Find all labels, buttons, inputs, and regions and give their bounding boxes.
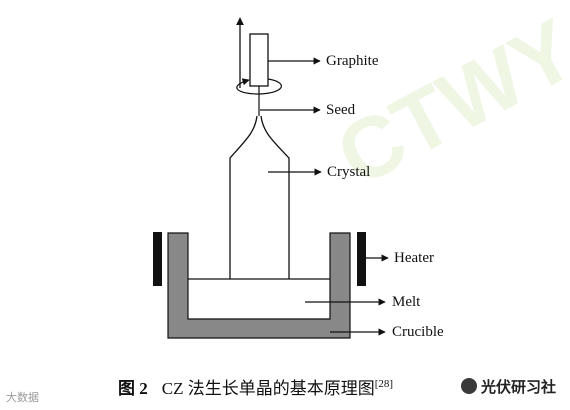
label-crystal: Crystal [327,164,371,180]
caption-text: CZ 法生长单晶的基本原理图 [161,379,375,398]
label-heater: Heater [394,250,434,266]
label-seed: Seed [326,102,356,118]
watermark-left: 大数据 [6,391,39,404]
label-graphite: Graphite [326,53,379,69]
watermark-right-text: 光伏研习社 [480,378,556,396]
figure-caption: 图 2 CZ 法生长单晶的基本原理图[28] [118,374,393,399]
graphite-rod [249,33,269,87]
heater-left [153,232,162,286]
figure-number: 图 2 [118,379,148,398]
label-crucible: Crucible [392,324,444,340]
heater-right [357,232,366,286]
watermark-right: 光伏研习社 [460,376,556,397]
wechat-logo-icon [460,378,477,394]
crucible [167,232,351,339]
label-melt: Melt [392,294,421,310]
crystal-outline [229,115,290,279]
caption-reference: [28] [374,378,394,390]
